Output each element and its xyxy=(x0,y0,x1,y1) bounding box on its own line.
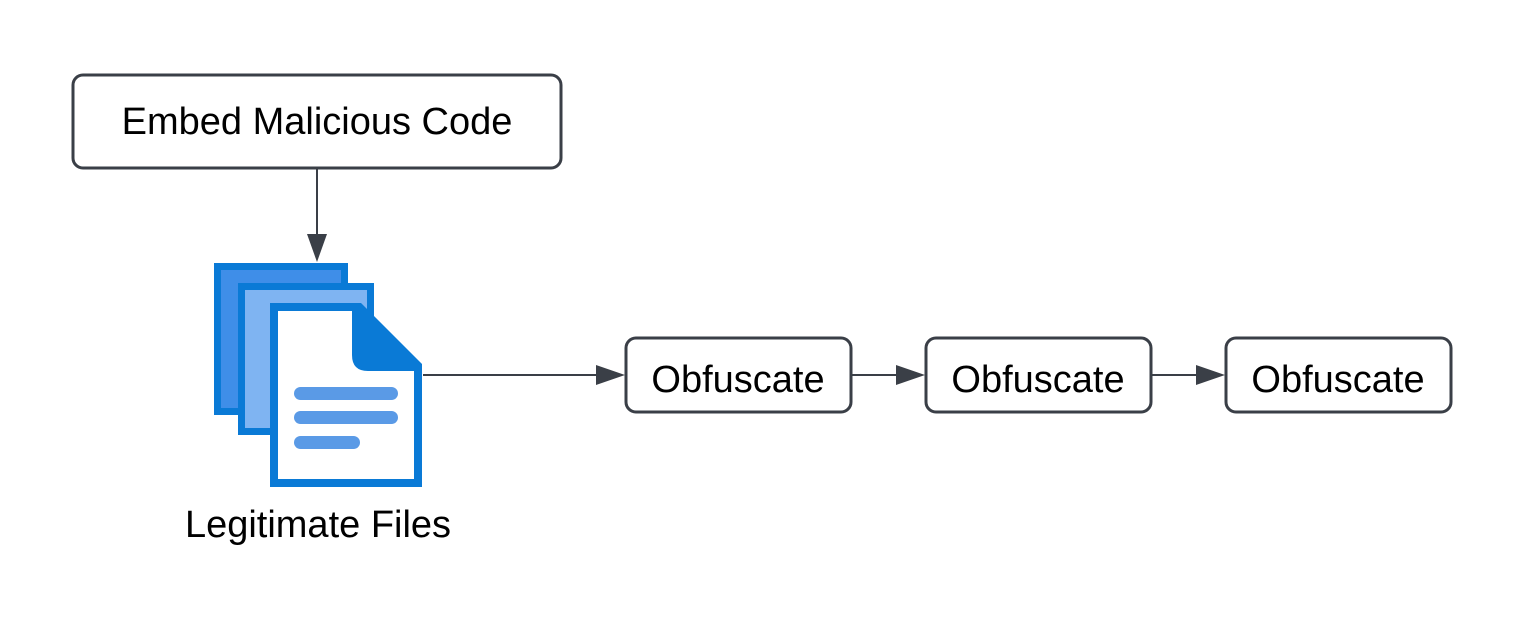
arrow-obfuscate-2-to-3-head xyxy=(1196,365,1225,385)
front-page-fold xyxy=(364,309,418,363)
embed-malicious-code-box xyxy=(71,73,563,170)
arrow-embed-to-files-head xyxy=(307,234,327,262)
legitimate-files-label: Legitimate Files xyxy=(185,504,451,546)
document-line-3 xyxy=(294,436,360,449)
obfuscate-node-3[interactable]: Obfuscate xyxy=(1224,336,1453,414)
obfuscate-box-2 xyxy=(924,336,1153,414)
arrow-files-to-obfuscate-1 xyxy=(423,365,625,385)
obfuscate-node-2[interactable]: Obfuscate xyxy=(924,336,1153,414)
obfuscate-label-1: Obfuscate xyxy=(651,359,824,401)
document-line-1 xyxy=(294,387,398,400)
obfuscate-box-1 xyxy=(624,336,853,414)
obfuscate-label-3: Obfuscate xyxy=(1251,359,1424,401)
obfuscate-label-2: Obfuscate xyxy=(951,359,1124,401)
obfuscate-box-3 xyxy=(1224,336,1453,414)
obfuscate-node-1[interactable]: Obfuscate xyxy=(624,336,853,414)
arrow-obfuscate-2-to-3 xyxy=(1152,365,1225,385)
documents-stack-icon xyxy=(214,263,422,487)
document-line-2 xyxy=(294,411,398,424)
arrow-embed-to-files xyxy=(307,169,327,262)
embed-malicious-code-node[interactable]: Embed Malicious Code xyxy=(71,73,563,170)
arrow-files-to-obfuscate-1-head xyxy=(596,365,625,385)
arrow-obfuscate-1-to-2 xyxy=(852,365,925,385)
arrow-obfuscate-1-to-2-head xyxy=(896,365,925,385)
embed-malicious-code-label: Embed Malicious Code xyxy=(122,101,513,143)
